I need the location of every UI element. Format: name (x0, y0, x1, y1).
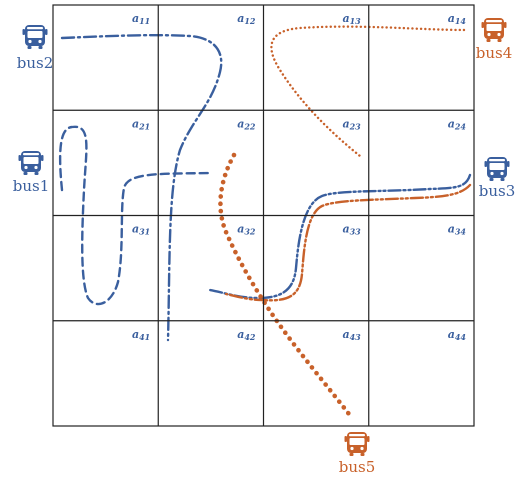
bus1-marker: bus1 (13, 151, 50, 195)
cell-label-a44: a44 (448, 328, 467, 342)
cell-label-a31: a31 (132, 223, 150, 237)
bus4-marker: bus4 (476, 18, 513, 62)
bus2-marker: bus2 (17, 25, 54, 72)
cell-label-a14: a14 (448, 12, 467, 26)
bus4-label: bus4 (476, 44, 513, 62)
bus-icon (481, 18, 507, 42)
cell-label-a42: a42 (237, 328, 256, 342)
cell-label-a13: a13 (342, 12, 361, 26)
trajectories (58, 25, 472, 421)
cell-label-a41: a41 (132, 328, 150, 342)
cell-label-a21: a21 (132, 117, 150, 131)
cell-label-a32: a32 (237, 223, 256, 237)
cell-label-a11: a11 (132, 12, 150, 26)
cell-label-a34: a34 (448, 223, 467, 237)
cell-label-a24: a24 (448, 117, 467, 131)
cell-label-a12: a12 (237, 12, 256, 26)
buses: bus1 bus2 bus3 bus4 bus5 (13, 18, 516, 476)
bus5-trajectory (218, 152, 355, 421)
cell-label-a22: a22 (237, 117, 256, 131)
bus3-marker: bus3 (479, 157, 516, 200)
bus-icon (484, 157, 510, 181)
bus-icon (344, 432, 370, 456)
bus3-companion-trajectory (224, 183, 472, 302)
bus5-marker: bus5 (339, 432, 376, 476)
bus3-label: bus3 (479, 182, 516, 200)
cell-label-a23: a23 (342, 117, 361, 131)
bus3-trajectory (208, 173, 472, 300)
bus1-trajectory (58, 125, 214, 306)
bus2-trajectory (60, 33, 223, 342)
cell-label-a33: a33 (342, 223, 361, 237)
cell-labels: a11 a12 a13 a14 a21 a22 a23 a24 a31 a32 a33 a34 a41 a… (132, 12, 466, 342)
cell-label-a43: a43 (342, 328, 361, 342)
bus-icon (22, 25, 48, 49)
bus-icon (18, 151, 44, 175)
bus5-label: bus5 (339, 458, 376, 476)
bus2-label: bus2 (17, 54, 54, 72)
bus4-trajectory (270, 25, 466, 158)
zone-grid (52, 4, 475, 427)
bus1-label: bus1 (13, 177, 50, 195)
